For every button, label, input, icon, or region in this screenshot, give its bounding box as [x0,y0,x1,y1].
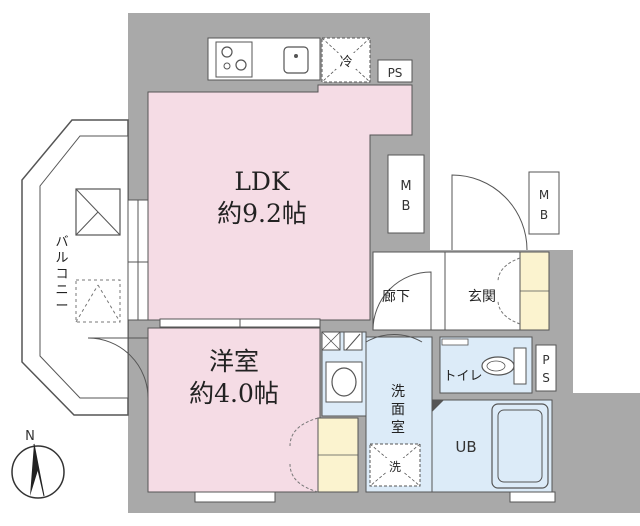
ac-unit-option [75,279,121,323]
western-door-swing [87,337,149,399]
mb-left-b: B [402,199,411,214]
ldk-size: 約9.2帖 [217,199,307,228]
ldk-name: LDK [234,167,291,196]
sink-icon [283,46,309,74]
ps-top-box [377,59,413,83]
balcony-char-5: ー [55,299,68,314]
washroom-door-swing [365,333,423,343]
balcony-char-1: バ [55,235,68,250]
washroom-char-2: 面 [391,402,405,418]
bath-window [509,491,556,503]
entry-door-swing [451,174,528,251]
mb-right-b: B [540,208,548,222]
mb-right-m: M [539,188,549,202]
toilet-bowl [481,356,515,376]
fridge-label: 冷 [339,55,352,70]
stove-icon [215,41,253,78]
ps-right-s: S [542,371,550,385]
ps-right-box [535,344,557,392]
toilet-tank [513,347,527,385]
entrance-label: 玄関 [468,288,496,305]
western-room-name: 洋室 [209,347,259,376]
unit-bath-label: UB [455,438,476,456]
balcony-char-3: コ [55,267,68,282]
washer-label: 洗 [389,460,401,474]
compass-north-icon: N [11,429,65,499]
balcony-inner [39,135,129,399]
toilet-label: トイレ [443,369,482,384]
bathtub [491,403,549,489]
ps-top-label: PS [388,66,403,80]
washroom-char-3: 室 [391,419,405,436]
balcony-char-2: ル [55,251,68,266]
washroom-char-1: 洗 [391,384,405,400]
compass-n-label: N [25,429,35,444]
ps-right-p: P [542,353,549,367]
balcony-outline [21,119,129,416]
balcony-char-4: ニ [55,283,68,298]
western-window [194,491,276,503]
mb-left-m: M [400,179,411,194]
hallway-floor [372,251,446,331]
hallway-label: 廊下 [382,288,410,305]
western-room-size: 約4.0帖 [189,379,279,408]
hallway-door-swing [372,271,432,331]
mb-right-box [528,171,560,235]
mb-left-box [387,154,425,234]
western-room-floor [147,327,321,493]
